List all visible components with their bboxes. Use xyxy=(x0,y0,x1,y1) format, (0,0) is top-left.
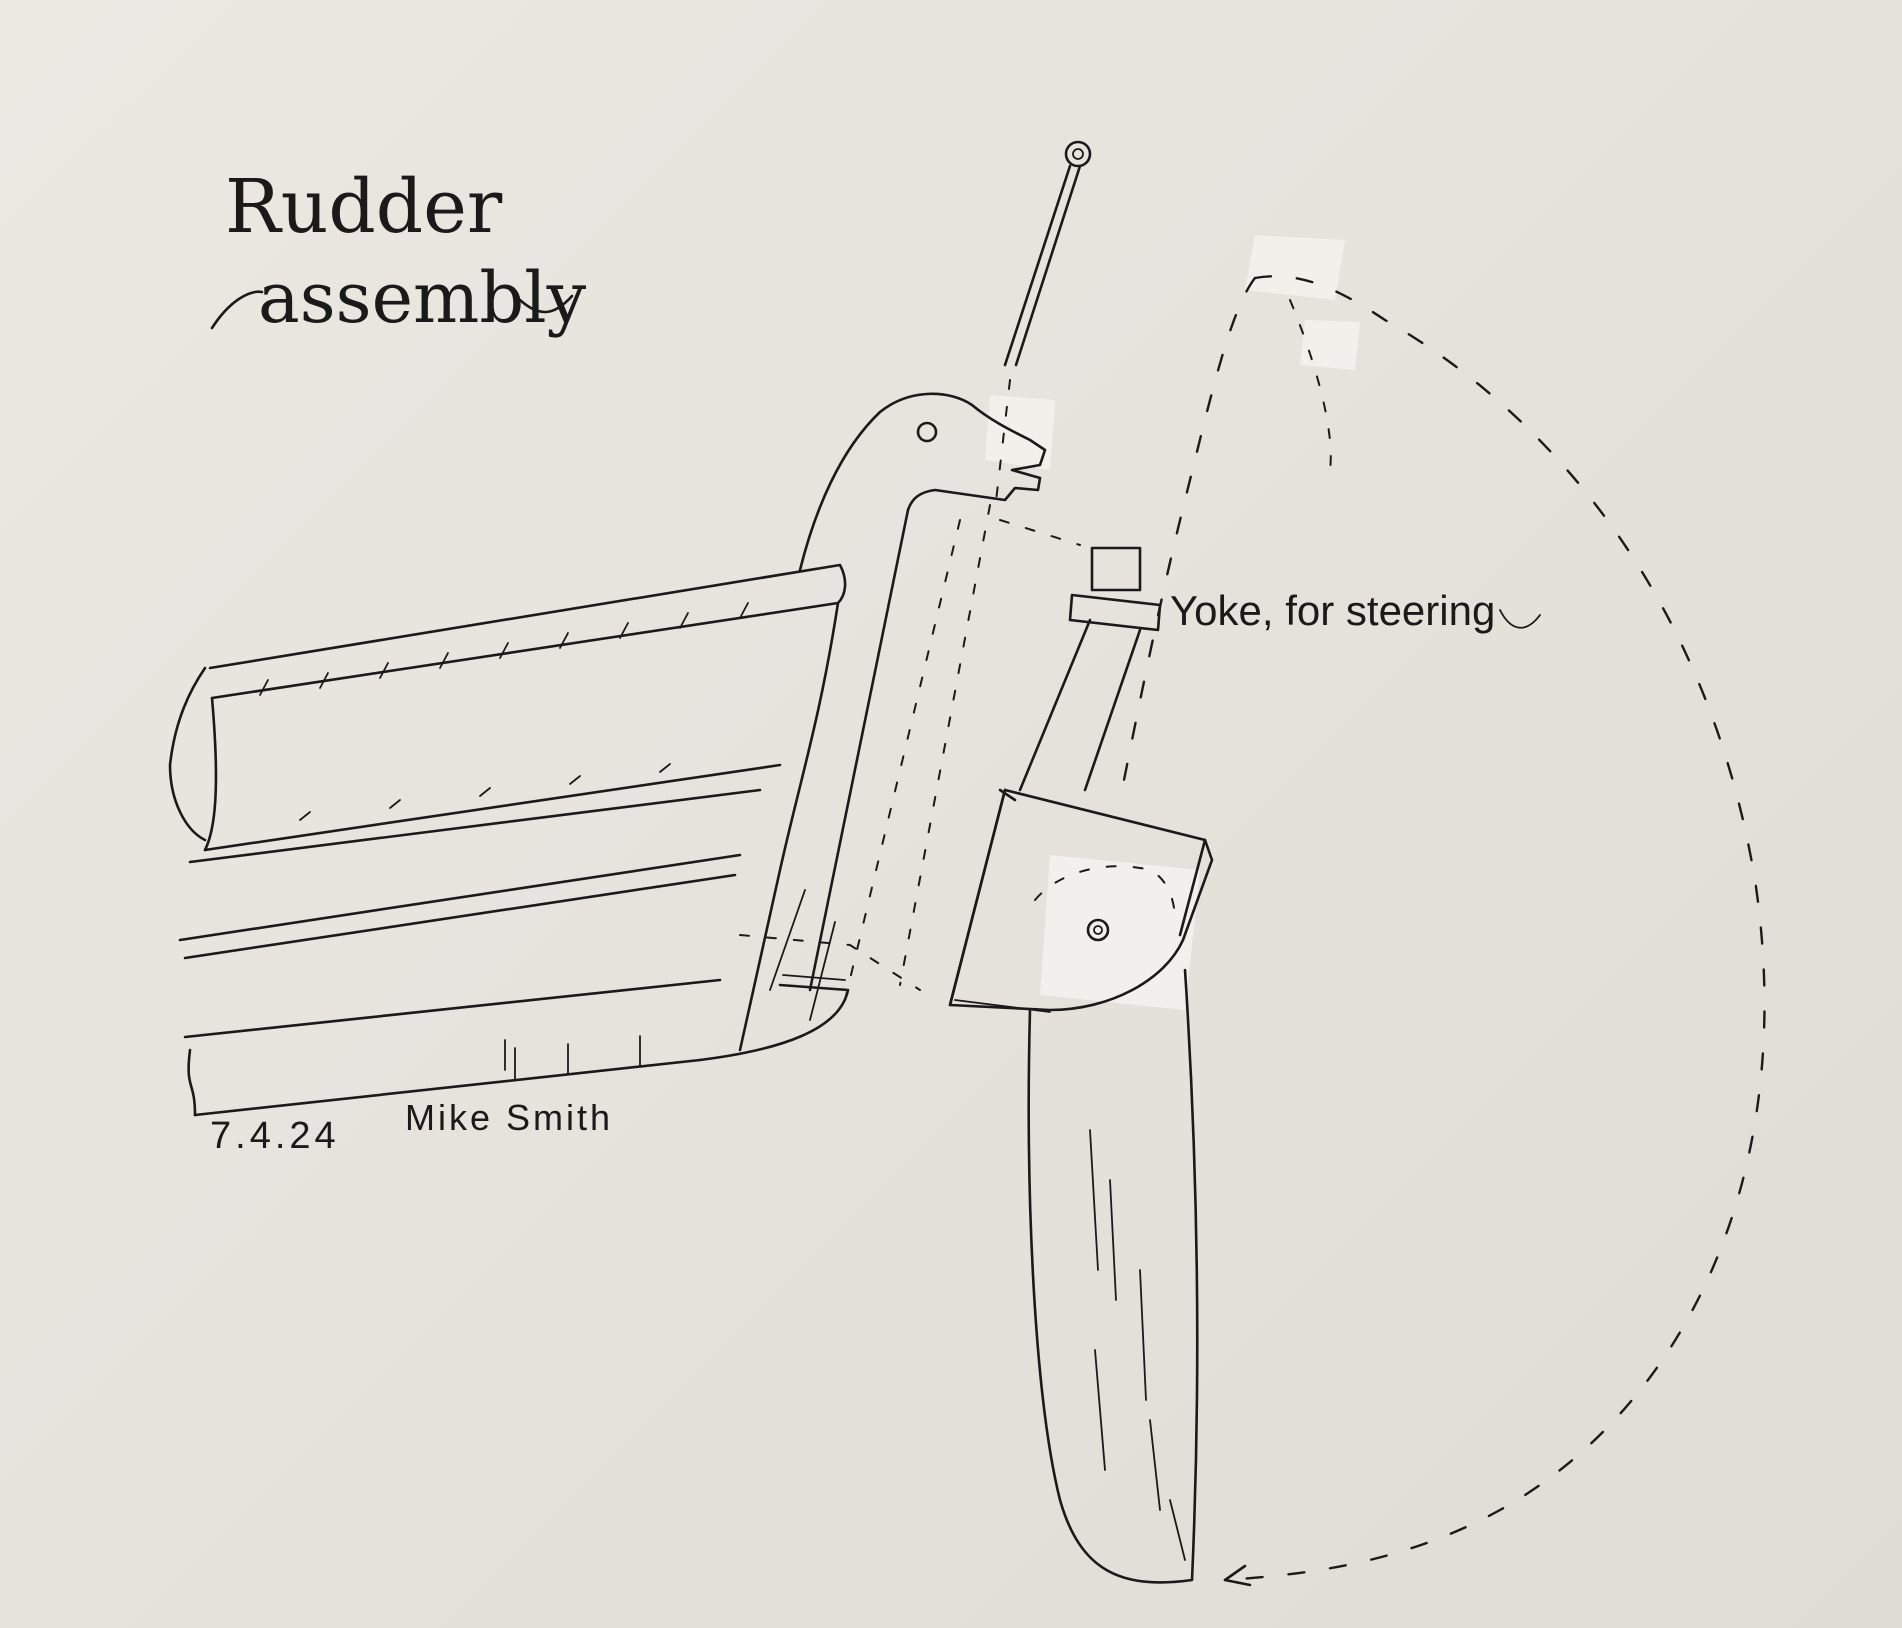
title-line2: assembly xyxy=(258,257,587,339)
signature-date: 7.4.24 xyxy=(210,1115,340,1157)
title: Rudder assembly xyxy=(210,164,587,339)
stern-post xyxy=(739,392,1081,1001)
yoke-label: Yoke, for steering xyxy=(1170,587,1541,634)
yoke-label-text: Yoke, for steering xyxy=(1170,587,1495,634)
title-line1: Rudder xyxy=(225,164,503,250)
signature-name: Mike Smith xyxy=(405,1097,613,1138)
swing-arc xyxy=(1118,275,1766,1587)
rudder-head xyxy=(948,788,1214,1013)
rudder-blade xyxy=(1027,968,1199,1584)
rudder-shaft xyxy=(1018,546,1162,792)
boat-hull xyxy=(168,563,850,1117)
signature: 7.4.24 Mike Smith xyxy=(210,1097,613,1157)
tiller-rod xyxy=(994,140,1092,511)
